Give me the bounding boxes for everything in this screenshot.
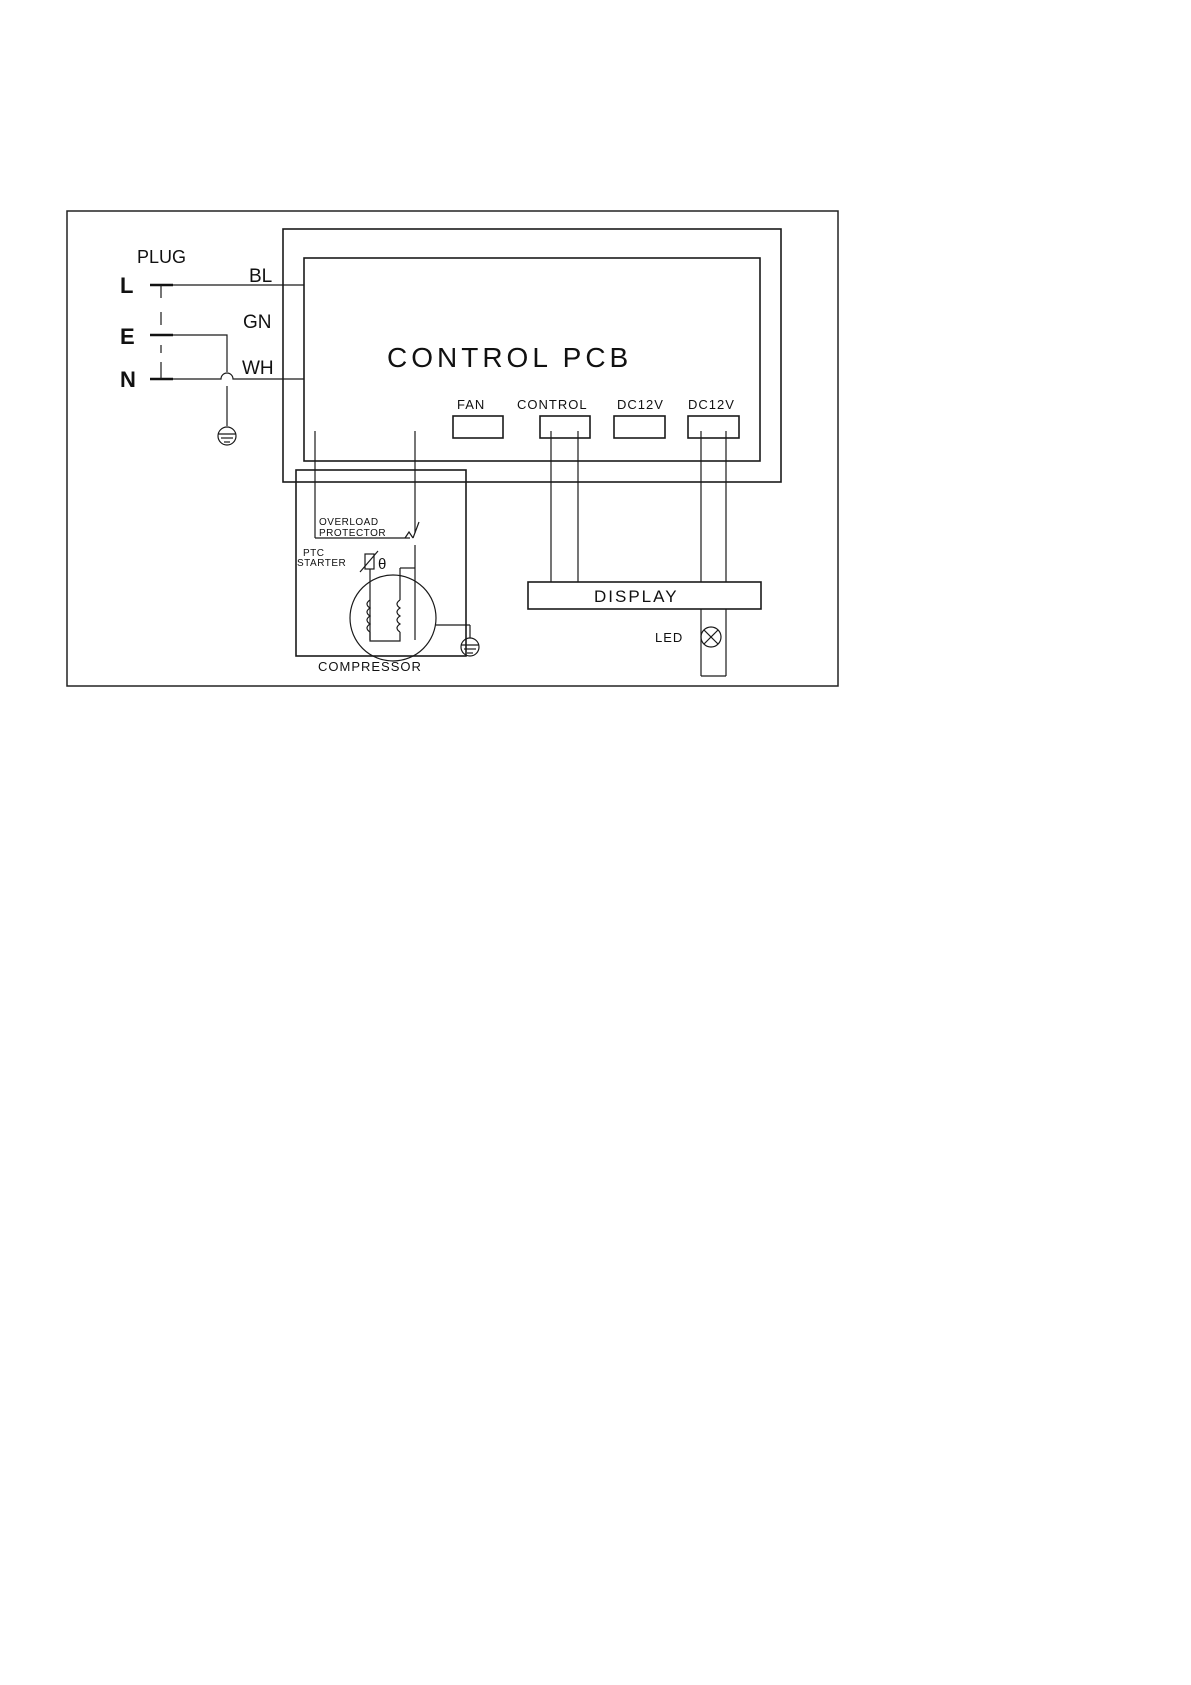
overload-label-line2: PROTECTOR	[319, 528, 386, 539]
plug-pin-n: N	[120, 367, 136, 392]
plug-title: PLUG	[137, 247, 186, 267]
wire-label-wh: WH	[242, 358, 274, 379]
led-lamp-icon	[701, 627, 721, 647]
ground-icon	[218, 427, 236, 445]
connector-label-control: CONTROL	[517, 397, 588, 412]
connector-control	[540, 416, 590, 438]
overload-label-line1: OVERLOAD	[319, 517, 379, 528]
ground-icon	[461, 638, 479, 656]
connector-dc12v-1	[614, 416, 665, 438]
power-wires	[173, 285, 304, 426]
connector-fan	[453, 416, 503, 438]
wire-label-bl: BL	[249, 266, 272, 287]
outer-frame	[67, 211, 838, 686]
wire-label-gn: GN	[243, 312, 272, 333]
overload-switch-icon	[405, 522, 419, 640]
ptc-thermistor-icon: θ	[360, 551, 386, 640]
display-label: DISPLAY	[594, 587, 679, 606]
connector-label-fan: FAN	[457, 397, 485, 412]
plug-pin-e: E	[120, 324, 135, 349]
compressor-label: COMPRESSOR	[318, 659, 422, 674]
control-pcb-title: CONTROL PCB	[387, 342, 632, 373]
plug-pins	[150, 285, 173, 379]
compressor-motor	[350, 575, 436, 661]
svg-text:θ: θ	[378, 556, 386, 573]
led-label: LED	[655, 630, 683, 645]
compressor-ground	[436, 625, 479, 656]
plug-pin-l: L	[120, 273, 133, 298]
connector-label-dc12v-2: DC12V	[688, 397, 735, 412]
control-cable	[551, 431, 578, 582]
connector-label-dc12v-1: DC12V	[617, 397, 664, 412]
connector-dc12v-2	[688, 416, 739, 438]
ptc-label-line2: STARTER	[297, 558, 346, 569]
